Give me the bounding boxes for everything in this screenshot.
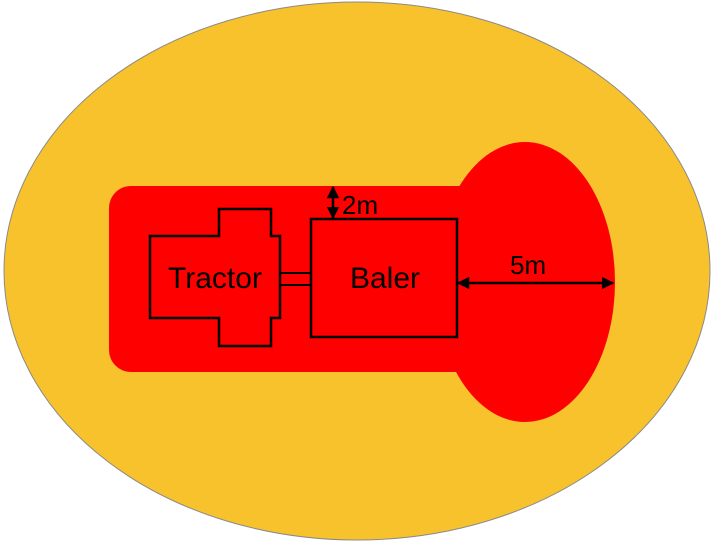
tractor-label: Tractor xyxy=(168,262,262,295)
side-clearance-label: 2m xyxy=(342,190,378,220)
hitch xyxy=(280,272,311,286)
baler-label: Baler xyxy=(350,262,420,295)
tractor-outline xyxy=(148,207,282,348)
rear-clearance-label: 5m xyxy=(510,250,546,280)
inner-zone xyxy=(109,142,615,422)
